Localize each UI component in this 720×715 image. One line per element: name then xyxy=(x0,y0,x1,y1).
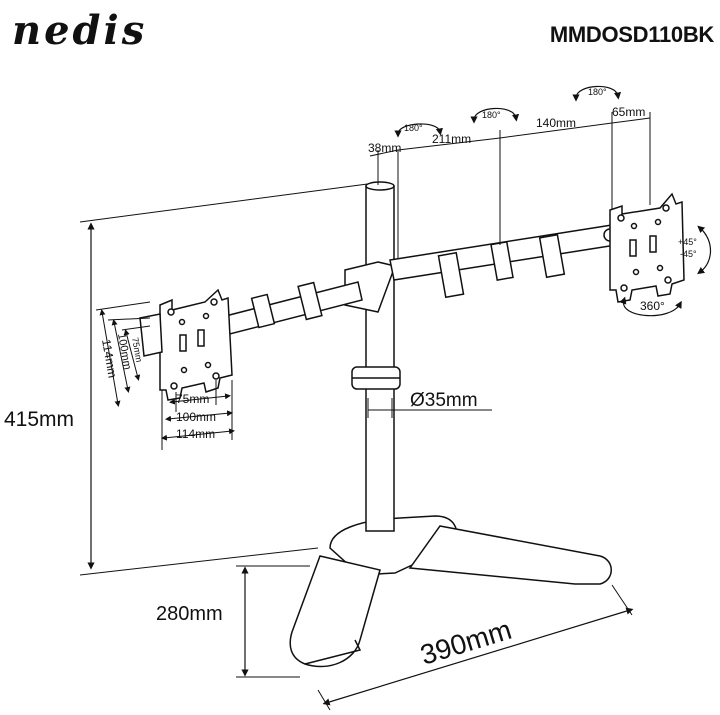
pole-diameter-label: Ø35mm xyxy=(410,390,478,411)
height-dimension: 415mm xyxy=(4,182,376,576)
height-label: 415mm xyxy=(4,408,74,431)
segment-140-label: 140mm xyxy=(536,116,576,130)
vesa-w75-label: 75mm xyxy=(176,392,209,406)
vesa-w100-label: 100mm xyxy=(176,410,216,424)
rotation-2-label: 180° xyxy=(482,110,501,120)
rotation-arrows xyxy=(394,85,712,317)
base-depth-dimension: 280mm xyxy=(156,565,310,678)
segment-38-label: 38mm xyxy=(368,141,401,155)
monitor-arms xyxy=(203,224,617,339)
arm-segment-dimensions xyxy=(369,112,651,258)
tilt-up-label: +45° xyxy=(678,237,697,247)
nedis-logo: nedis xyxy=(10,7,210,54)
vesa-h75-label: 75mm xyxy=(130,337,144,363)
right-vesa-plate xyxy=(609,192,685,303)
rotation-1-label: 180° xyxy=(404,123,423,133)
swivel-label: 360° xyxy=(640,299,665,313)
base-depth-label: 280mm xyxy=(156,603,223,625)
segment-211-label: 211mm xyxy=(432,132,471,146)
base-width-label: 390mm xyxy=(417,614,515,671)
brand-logo-text: nedis xyxy=(12,8,147,52)
stand-pole xyxy=(351,181,401,532)
model-number: MMDOSD110BK xyxy=(549,22,714,47)
rotation-3-label: 180° xyxy=(588,87,607,97)
segment-65-label: 65mm xyxy=(612,105,645,119)
vesa-labels: 75mm 100mm 114mm 75mm 100mm 114mm xyxy=(99,332,216,441)
rotation-labels: 180° 180° 180° 360° +45° -45° xyxy=(404,87,697,313)
pole-diameter-dimension: Ø35mm xyxy=(367,390,492,418)
tilt-down-label: -45° xyxy=(680,249,697,259)
stand-base xyxy=(289,515,612,668)
left-vesa-plate xyxy=(139,288,233,401)
vesa-dimension-lines xyxy=(95,301,235,450)
vesa-h114-label: 114mm xyxy=(99,338,120,379)
vesa-w114-label: 114mm xyxy=(176,427,215,441)
